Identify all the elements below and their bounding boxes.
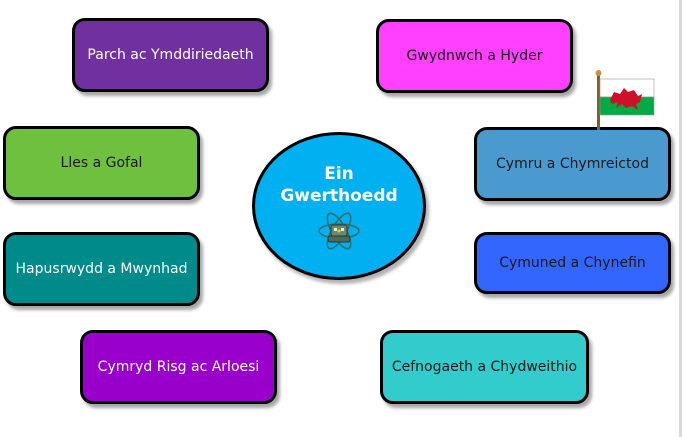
value-box-cymuned: Cymuned a Chynefin [474, 232, 671, 294]
center-oval: Ein Gwerthoedd [252, 132, 426, 280]
center-title: Ein Gwerthoedd [280, 164, 398, 206]
welsh-flag-icon [595, 70, 655, 130]
value-box-hapusrwydd: Hapusrwydd a Mwynhad [3, 232, 200, 306]
value-label: Lles a Gofal [60, 155, 143, 171]
value-box-gwydnwch: Gwydnwch a Hyder [376, 19, 573, 93]
frame-edge [679, 0, 682, 437]
value-box-cefnogaeth: Cefnogaeth a Chydweithio [380, 330, 589, 404]
value-label: Cymuned a Chynefin [499, 255, 646, 271]
value-label: Cymru a Chymreictod [496, 156, 649, 172]
value-label: Parch ac Ymddiriedaeth [87, 47, 254, 63]
atom-robot-icon [318, 212, 360, 250]
value-label: Cefnogaeth a Chydweithio [391, 359, 578, 375]
value-label: Hapusrwydd a Mwynhad [15, 261, 188, 277]
value-label: Cymryd Risg ac Arloesi [97, 359, 260, 375]
value-box-parch: Parch ac Ymddiriedaeth [72, 18, 269, 92]
value-box-lles: Lles a Gofal [3, 126, 200, 200]
value-box-cymryd-risg: Cymryd Risg ac Arloesi [80, 330, 277, 404]
value-box-cymru: Cymru a Chymreictod [474, 127, 671, 201]
value-label: Gwydnwch a Hyder [406, 48, 543, 64]
